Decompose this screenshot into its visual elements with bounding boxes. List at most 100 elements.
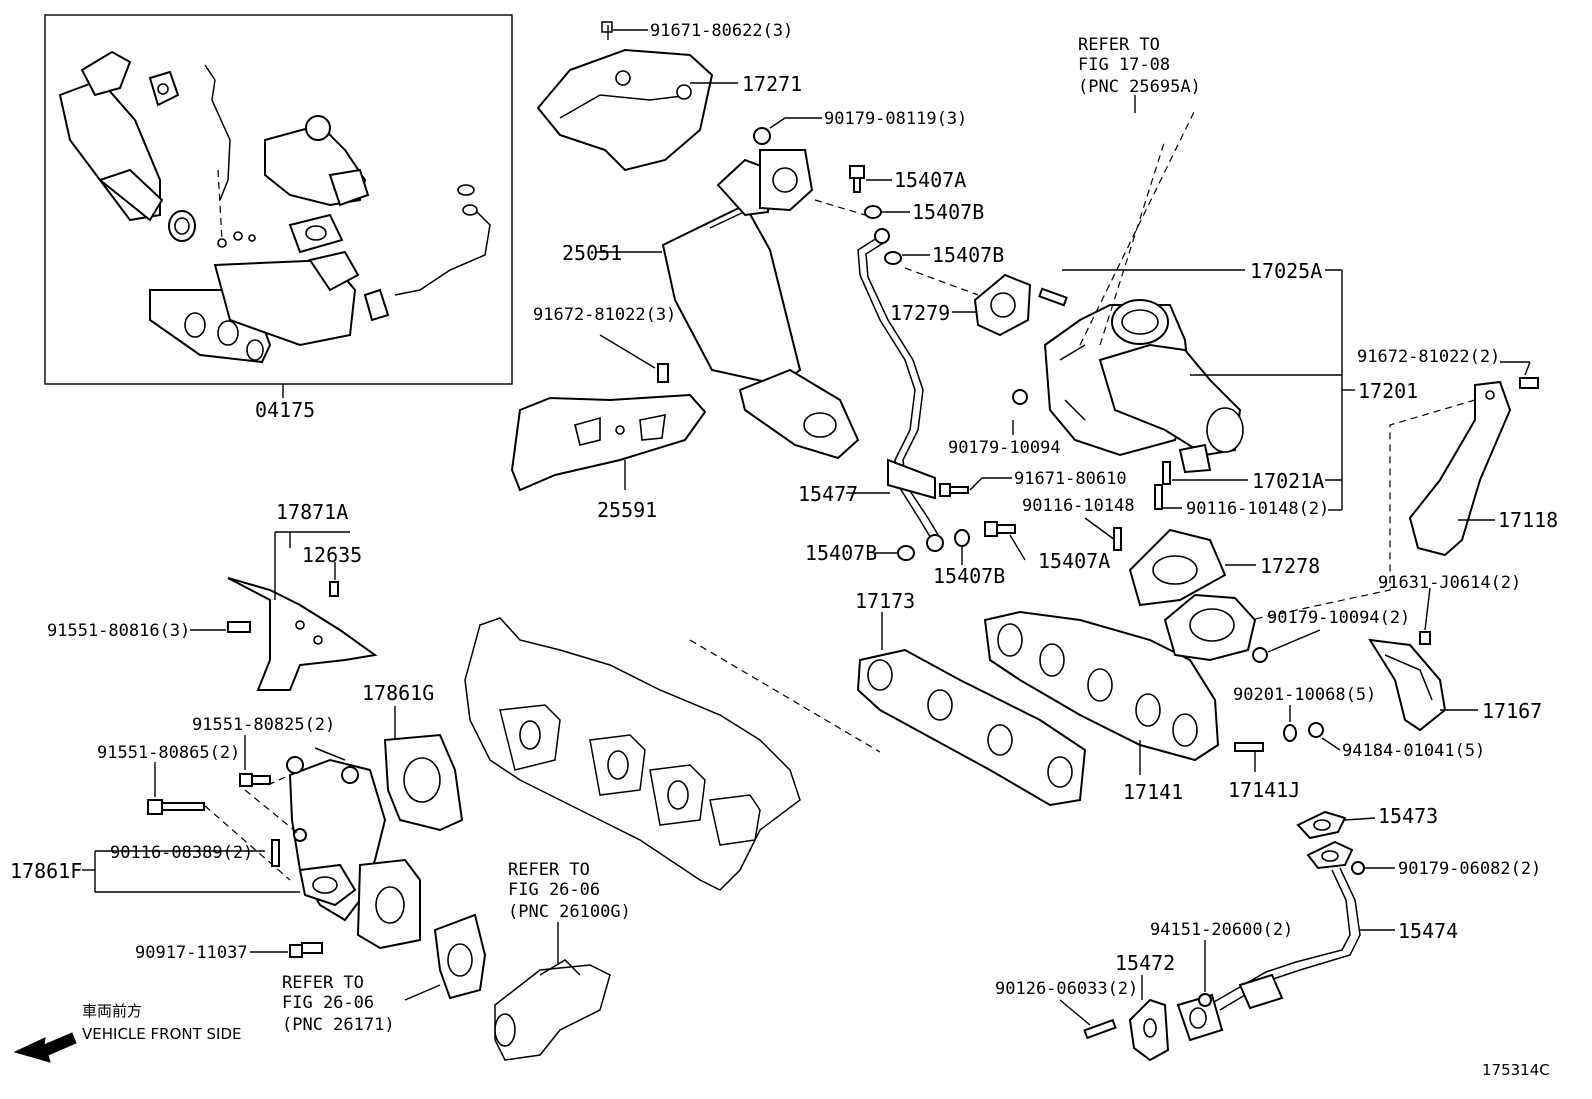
label-91671-80610: 91671-80610 xyxy=(1014,469,1127,489)
intake-manifold-ref xyxy=(494,959,611,1061)
label-17025A: 17025A xyxy=(1250,259,1322,283)
stud-17025A[interactable] xyxy=(1038,287,1068,307)
gasket-15473[interactable] xyxy=(1296,810,1347,840)
stud-90116-08389[interactable] xyxy=(271,839,280,867)
ref-26171-line-2: FIG 26-06 xyxy=(282,993,374,1013)
front-side-en: VEHICLE FRONT SIDE xyxy=(82,1025,242,1043)
label-90201-10068: 90201-10068(5) xyxy=(1233,685,1376,705)
stud-90126-06033[interactable] xyxy=(1083,1018,1117,1040)
turbocharger-17201[interactable] xyxy=(1043,299,1244,474)
gasket-17278[interactable] xyxy=(1128,528,1227,607)
stud-17021A[interactable] xyxy=(1162,461,1171,485)
label-91551-80825: 91551-80825(2) xyxy=(192,715,335,735)
bolt-91671-80610[interactable] xyxy=(939,483,969,497)
label-17271: 17271 xyxy=(742,72,802,96)
sensor-12635[interactable] xyxy=(329,581,339,597)
label-17141J: 17141J xyxy=(1228,778,1300,802)
bolt-15407A-upper[interactable] xyxy=(849,165,865,193)
label-17861G: 17861G xyxy=(362,681,434,705)
gasket-17279[interactable] xyxy=(973,273,1032,337)
egr-valve-17861F[interactable] xyxy=(286,747,421,950)
label-25051: 25051 xyxy=(562,241,622,265)
oil-pipe-15474[interactable] xyxy=(1176,840,1361,1042)
bolt-91551-80825[interactable] xyxy=(239,773,271,787)
nut-90179-10094[interactable] xyxy=(1012,389,1028,405)
washer-90201-10068[interactable] xyxy=(1283,724,1297,742)
hose-ref-25695A xyxy=(1104,114,1141,163)
bracket-17871A[interactable] xyxy=(227,577,378,691)
bolt-91631-J0614[interactable] xyxy=(1419,631,1431,645)
nut-90179-10094-2[interactable] xyxy=(1252,647,1268,663)
gasket-17173[interactable] xyxy=(856,648,1087,807)
bolt-15407A-lower[interactable] xyxy=(984,521,1016,537)
bolt-91551-80816[interactable] xyxy=(227,621,251,633)
sensor-90917-11037[interactable] xyxy=(289,942,323,958)
label-15477: 15477 xyxy=(798,482,858,506)
label-15474: 15474 xyxy=(1398,919,1458,943)
label-94184-01041: 94184-01041(5) xyxy=(1342,741,1485,761)
stud-90116-10148[interactable] xyxy=(1113,527,1122,551)
gasket-15472[interactable] xyxy=(1128,998,1170,1062)
oil-pipe-15477[interactable] xyxy=(857,228,944,552)
label-90126-06033: 90126-06033(2) xyxy=(995,979,1138,999)
ref-26171-line-3: (PNC 26171) xyxy=(282,1015,395,1035)
label-12635: 12635 xyxy=(302,543,362,567)
label-91672-81022-2: 91672-81022(2) xyxy=(1357,347,1500,367)
ref-26100G-line-3: (PNC 26100G) xyxy=(508,902,631,922)
heat-insulator-17167[interactable] xyxy=(1368,638,1447,732)
nut-94151-20600[interactable] xyxy=(1198,993,1212,1007)
label-15407B-3: 15407B xyxy=(805,541,877,565)
vehicle-front-arrow xyxy=(13,1032,77,1063)
label-17279: 17279 xyxy=(890,301,950,325)
heat-insulator-17271[interactable] xyxy=(536,48,714,172)
gasket-17861G[interactable] xyxy=(383,733,464,832)
label-04175: 04175 xyxy=(255,398,315,422)
bolt-91672-81022-2[interactable] xyxy=(1519,377,1539,389)
catalytic-converter-25051[interactable] xyxy=(661,149,860,460)
label-90116-08389: 90116-08389(2) xyxy=(110,843,253,863)
diagram-id: 175314C xyxy=(1482,1061,1550,1079)
label-15407B-1: 15407B xyxy=(912,200,984,224)
label-15407A-1: 15407A xyxy=(894,168,966,192)
label-90116-10148-2: 90116-10148(2) xyxy=(1186,499,1329,519)
exhaust-manifold-17141[interactable] xyxy=(983,593,1257,762)
label-90179-10094: 90179-10094 xyxy=(948,438,1061,458)
gasket-15407B-lower-left[interactable] xyxy=(897,545,915,561)
label-91551-80865: 91551-80865(2) xyxy=(97,743,240,763)
gasket-15407B-lower-right[interactable] xyxy=(954,529,970,547)
bracket-25591[interactable] xyxy=(510,393,707,492)
label-15407B-4: 15407B xyxy=(933,564,1005,588)
label-17167: 17167 xyxy=(1482,699,1542,723)
stud-90116-10148-2[interactable] xyxy=(1154,484,1163,510)
engine-cylinder-head xyxy=(464,617,881,891)
label-17021A: 17021A xyxy=(1252,469,1324,493)
label-17871A: 17871A xyxy=(276,500,348,524)
label-15473: 15473 xyxy=(1378,804,1438,828)
gasket-pnc-26171[interactable] xyxy=(433,913,487,1000)
label-91631-J0614: 91631-J0614(2) xyxy=(1378,573,1521,593)
label-17201: 17201 xyxy=(1358,379,1418,403)
ref-26171-line-1: REFER TO xyxy=(282,973,364,993)
nut-90179-06082[interactable] xyxy=(1351,861,1365,875)
label-25591: 25591 xyxy=(597,498,657,522)
bolt-91672-81022-3[interactable] xyxy=(657,363,669,383)
label-15472: 15472 xyxy=(1115,951,1175,975)
stud-17141J[interactable] xyxy=(1234,742,1264,752)
bolt-91551-80865[interactable] xyxy=(147,799,205,815)
nut-90179-08119[interactable] xyxy=(753,127,771,145)
ref-25695A-line-2: FIG 17-08 xyxy=(1078,55,1170,75)
label-91671-80622: 91671-80622(3) xyxy=(650,21,793,41)
inset-assembly-04175[interactable] xyxy=(44,14,513,385)
label-17278: 17278 xyxy=(1260,554,1320,578)
gasket-15407B-upper[interactable] xyxy=(864,205,882,219)
label-91551-80816: 91551-80816(3) xyxy=(47,621,190,641)
label-90179-08119: 90179-08119(3) xyxy=(824,109,967,129)
gasket-15407B-mid[interactable] xyxy=(884,251,902,265)
label-15407B-2: 15407B xyxy=(932,243,1004,267)
bracket-17118[interactable] xyxy=(1408,380,1512,557)
nut-94184-01041[interactable] xyxy=(1308,722,1324,738)
ref-26100G-line-2: FIG 26-06 xyxy=(508,880,600,900)
label-91672-81022-3: 91672-81022(3) xyxy=(533,305,676,325)
label-90917-11037: 90917-11037 xyxy=(135,943,248,963)
